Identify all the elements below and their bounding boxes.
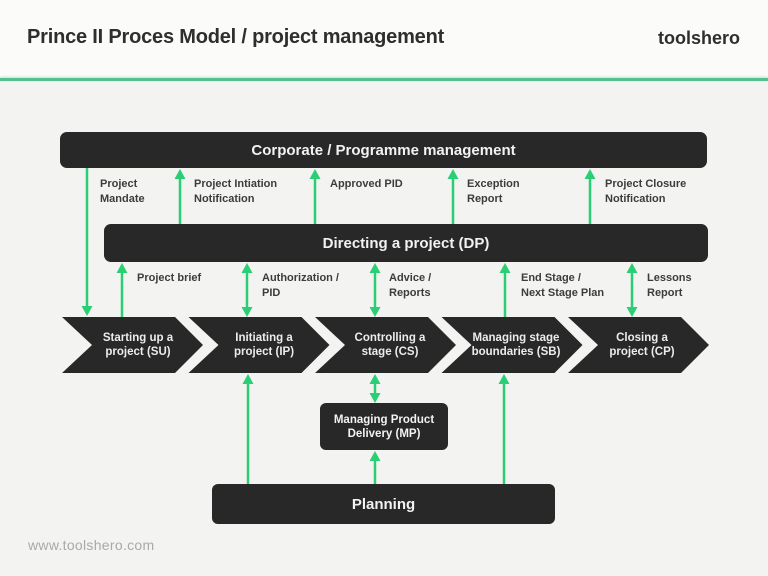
chevron-label-controlling: Controlling a stage (CS) [354, 332, 426, 358]
arrowhead-up-intiation [174, 169, 186, 179]
chevron-starting-up [62, 317, 203, 373]
arrow-heads [81, 169, 638, 461]
arrowhead-up-brief [116, 263, 128, 273]
arrowhead-up-exception [447, 169, 459, 179]
arrowhead-up-controlling-mp [369, 374, 381, 384]
chevron-label-boundaries: Managing stage boundaries (SB) [471, 332, 561, 358]
arrowhead-up-lessons [626, 263, 638, 273]
chevron-initiating [188, 317, 330, 373]
label-project-mandate: Project Mandate [100, 178, 145, 205]
arrowhead-up-authorization [241, 263, 253, 273]
footer-url: www.toolshero.com [28, 537, 155, 553]
brand-logo-text: toolshero [657, 28, 740, 48]
chevron-label-starting-up: Starting up a project (SU) [102, 332, 174, 358]
directing-project-bar: Directing a project (DP) [104, 224, 708, 262]
chevron-label-closing: Closing a project (CP) [609, 332, 675, 358]
chevron-controlling [315, 317, 456, 373]
chevron-closing [568, 317, 709, 373]
arrowhead-up-planning-mp [369, 451, 381, 461]
label-lessons-report: Lessons Report [647, 272, 692, 299]
label-advice-reports: Advice / Reports [389, 272, 432, 299]
arrowhead-down-advice [369, 307, 381, 317]
header-divider-line [0, 78, 768, 81]
arrowhead-up-approved [309, 169, 321, 179]
corporate-programme-bar: Corporate / Programme management [60, 132, 707, 168]
label-project-closure: Project Closure Notification [605, 178, 687, 205]
arrowhead-up-endstage [499, 263, 511, 273]
label-end-stage: End Stage / Next Stage Plan [521, 272, 605, 299]
arrowhead-up-closure [584, 169, 596, 179]
chevron-managing-boundaries [441, 317, 583, 373]
arrowhead-down-mandate [81, 306, 93, 316]
page-title: Prince II Proces Model / project managem… [27, 26, 445, 48]
label-exception-report: Exception Report [467, 178, 520, 205]
arrowhead-down-authorization [241, 307, 253, 317]
arrowhead-down-controlling-mp [369, 393, 381, 403]
arrowhead-up-planning-boundaries [498, 374, 510, 384]
label-project-intiation: Project Intiation Notification [194, 178, 278, 205]
chevron-shapes [62, 317, 709, 373]
arrowhead-down-lessons [626, 307, 638, 317]
arrowhead-up-advice [369, 263, 381, 273]
chevron-label-initiating: Initiating a project (IP) [233, 332, 295, 358]
arrowhead-up-planning-initiating [242, 374, 254, 384]
planning-bar: Planning [212, 484, 555, 524]
label-approved-pid: Approved PID [330, 178, 403, 190]
arrow-lines [85, 168, 634, 484]
label-authorization-pid: Authorization / PID [262, 272, 339, 299]
header: Prince II Proces Model / project managem… [0, 0, 768, 78]
label-project-brief: Project brief [137, 272, 202, 284]
managing-product-delivery-box: Managing Product Delivery (MP) [320, 403, 448, 450]
